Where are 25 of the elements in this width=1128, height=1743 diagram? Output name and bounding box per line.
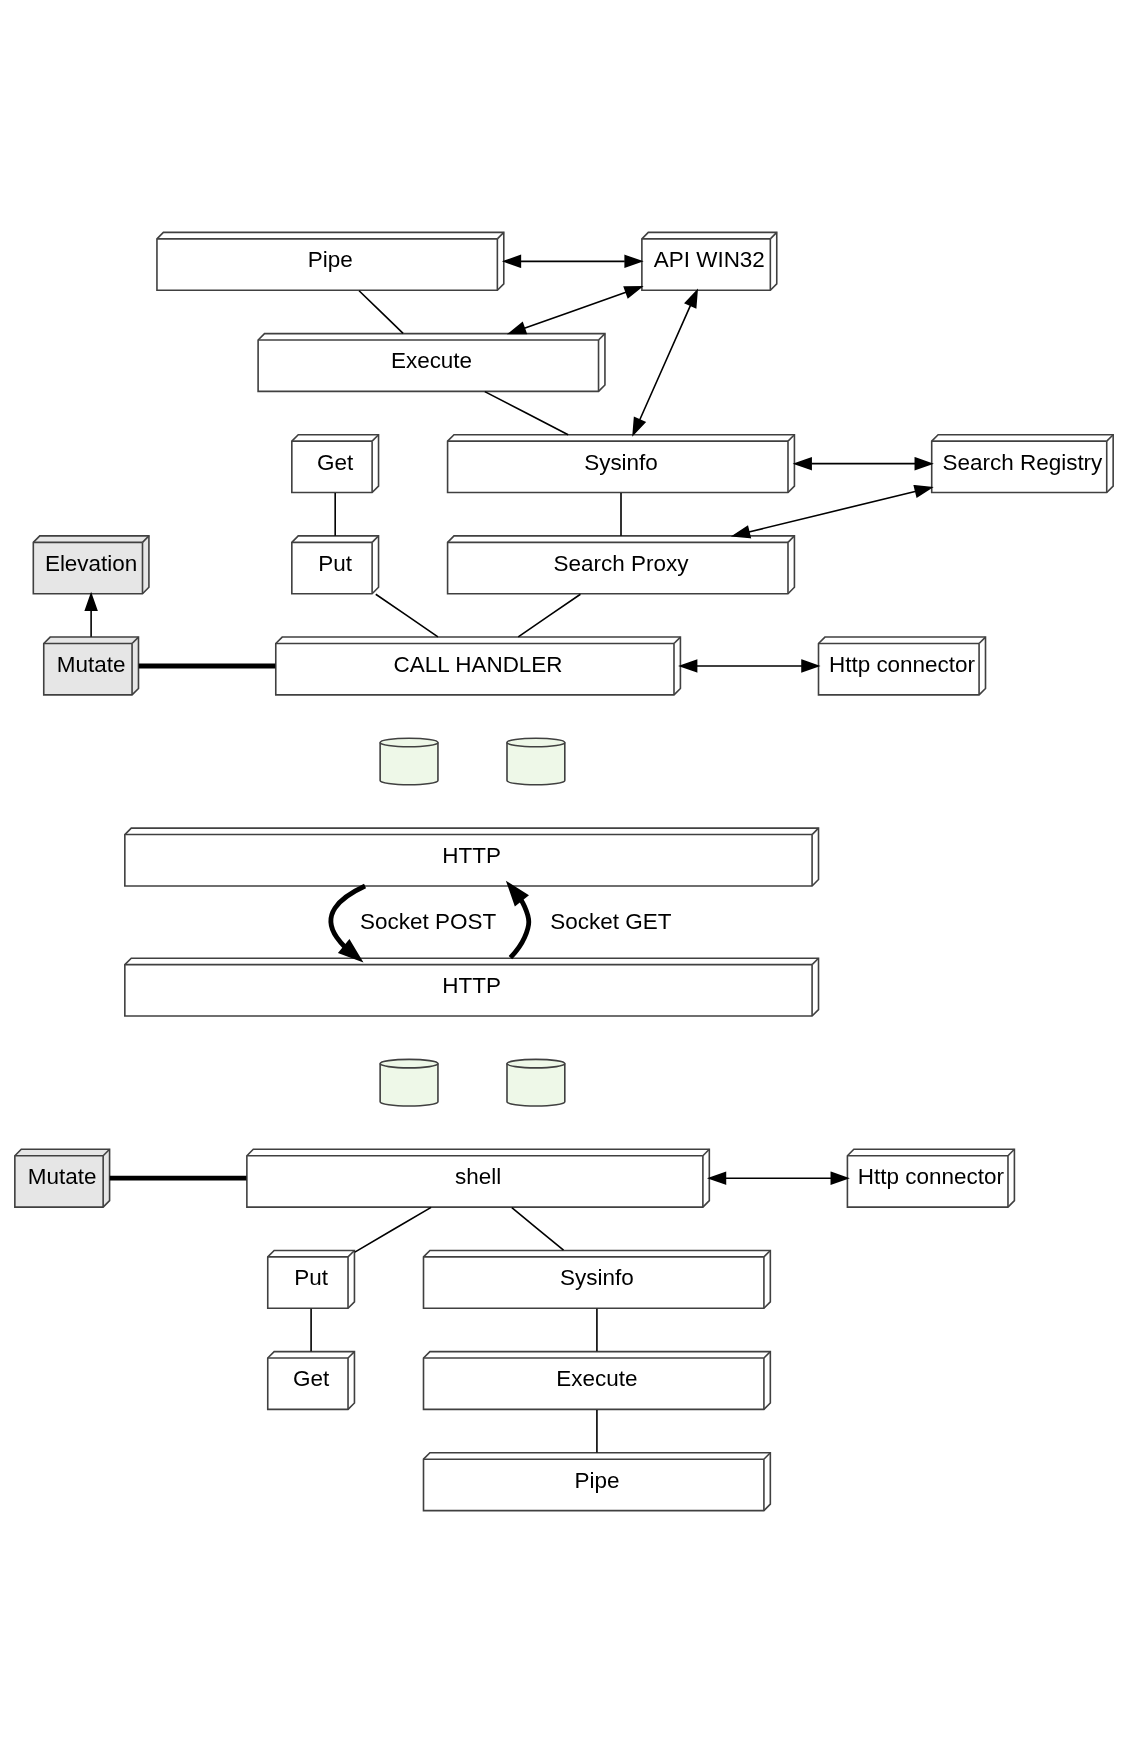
connector	[334, 492, 336, 537]
connector	[138, 663, 276, 669]
connector	[374, 593, 439, 638]
arrow	[730, 484, 934, 539]
connector	[596, 1409, 598, 1454]
edge-label: Socket POST	[360, 908, 497, 934]
arrow	[328, 883, 367, 963]
edge-label: Socket GET	[550, 908, 672, 934]
arrow	[706, 1171, 850, 1185]
connector	[310, 1307, 312, 1353]
connector	[517, 593, 582, 638]
arrow	[505, 880, 532, 960]
arrow	[678, 659, 821, 673]
connector	[596, 1307, 598, 1353]
connector	[620, 492, 622, 537]
arrow	[84, 591, 98, 638]
connector	[511, 1206, 565, 1251]
connector	[354, 1206, 432, 1253]
connector	[484, 390, 569, 436]
connector	[109, 1175, 247, 1181]
arrow	[632, 288, 698, 437]
connector	[358, 289, 404, 335]
arrow	[506, 286, 644, 335]
arrow	[501, 254, 644, 269]
arrow	[792, 456, 934, 471]
